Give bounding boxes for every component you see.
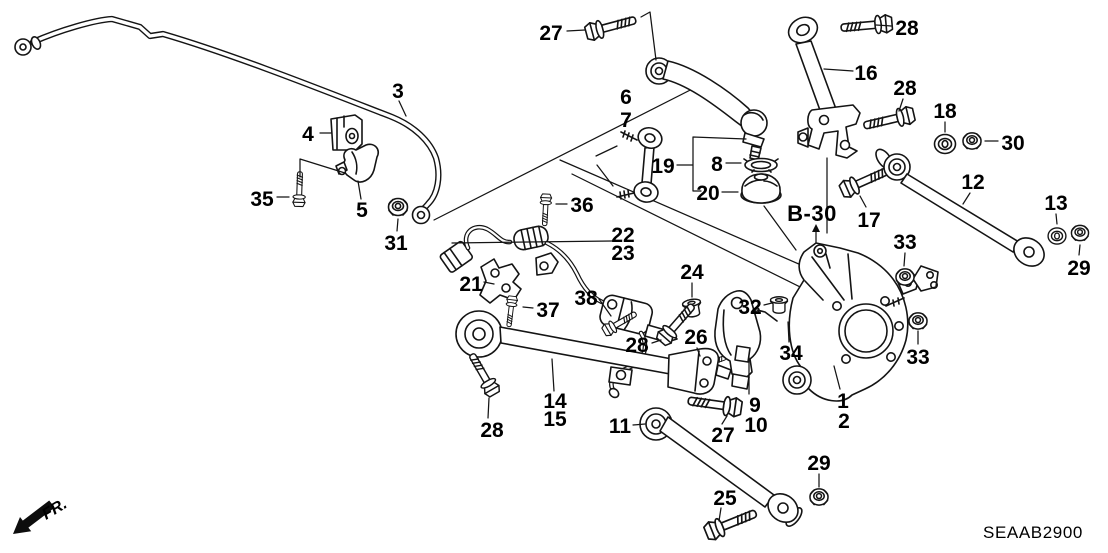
callout-5[interactable]: 5 <box>356 199 368 222</box>
callout-36[interactable]: 36 <box>570 194 593 217</box>
callout-28-right[interactable]: 28 <box>893 77 917 100</box>
callout-7[interactable]: 7 <box>620 109 632 132</box>
callout-29-lower[interactable]: 29 <box>807 452 830 475</box>
nut-31-drawing <box>387 197 409 217</box>
callout-25[interactable]: 25 <box>713 487 737 510</box>
circlip-8-drawing <box>743 157 779 173</box>
lower-arm-11-drawing <box>639 407 803 527</box>
callout-b30-reference[interactable]: B-30 <box>787 201 837 226</box>
bolt-28-right-drawing <box>861 104 917 136</box>
callout-38[interactable]: 38 <box>574 287 598 310</box>
bolt-36-drawing <box>538 193 553 227</box>
trailing-arm-16-drawing <box>787 16 861 159</box>
pin-34-drawing <box>754 307 778 322</box>
stabilizer-bushing-drawing <box>330 114 363 151</box>
sensor-bracket-21-drawing <box>479 258 522 304</box>
callout-12[interactable]: 12 <box>961 171 984 194</box>
fr-direction-indicator: FR. <box>13 496 70 534</box>
diagram-code: SEAAB2900 <box>983 523 1083 542</box>
callout-9[interactable]: 9 <box>749 394 761 417</box>
stabilizer-link-drawing <box>616 126 663 203</box>
callout-1[interactable]: 1 <box>837 390 849 413</box>
bolt-27-lower-drawing <box>686 390 744 419</box>
callout-31[interactable]: 31 <box>384 232 408 255</box>
callout-leader-lines <box>276 11 1081 522</box>
callout-2[interactable]: 2 <box>838 410 850 433</box>
callout-16[interactable]: 16 <box>854 62 877 85</box>
bolt-37-drawing <box>503 295 519 328</box>
nut-33-lower-drawing <box>908 312 928 330</box>
callout-37[interactable]: 37 <box>536 299 559 322</box>
callout-35[interactable]: 35 <box>250 188 274 211</box>
stabilizer-bar-drawing <box>14 15 442 225</box>
nut-33-upper-drawing <box>895 268 915 286</box>
callout-14[interactable]: 14 <box>543 390 567 413</box>
callout-27-upper[interactable]: 27 <box>539 22 562 45</box>
callout-20[interactable]: 20 <box>696 182 719 205</box>
callout-11[interactable]: 11 <box>609 415 632 438</box>
ball-joint-boot-20-drawing <box>740 173 782 204</box>
callout-32[interactable]: 32 <box>738 296 761 319</box>
callout-34[interactable]: 34 <box>779 342 803 365</box>
callout-13[interactable]: 13 <box>1044 192 1067 215</box>
callout-8[interactable]: 8 <box>711 153 723 176</box>
callout-28-center[interactable]: 28 <box>625 334 649 357</box>
nut-29-lower-drawing <box>809 488 829 506</box>
callout-33-lower[interactable]: 33 <box>906 346 929 369</box>
callout-4[interactable]: 4 <box>302 123 314 146</box>
lower-arm-14-drawing <box>455 310 732 395</box>
callout-17[interactable]: 17 <box>857 209 880 232</box>
callout-30[interactable]: 30 <box>1001 132 1024 155</box>
washer-18-drawing <box>933 133 957 155</box>
callout-6[interactable]: 6 <box>620 86 632 109</box>
b30-reference-arrow <box>812 224 820 244</box>
stop-rubber-32-drawing <box>769 296 789 314</box>
lateral-arm-12-drawing <box>875 148 1045 267</box>
callout-18[interactable]: 18 <box>933 100 957 123</box>
fr-arrow-icon <box>13 500 55 534</box>
callout-28-top[interactable]: 28 <box>895 17 919 40</box>
callout-29-upper[interactable]: 29 <box>1067 257 1090 280</box>
rear-upper-arm-drawing <box>645 57 768 161</box>
callout-27-lower[interactable]: 27 <box>711 424 734 447</box>
nut-29-upper-drawing <box>1070 224 1090 242</box>
callout-33-upper[interactable]: 33 <box>893 231 916 254</box>
callout-24[interactable]: 24 <box>680 261 704 284</box>
callout-15[interactable]: 15 <box>543 408 567 431</box>
bolt-27-upper-drawing <box>583 10 639 43</box>
nut-30-drawing <box>962 132 982 150</box>
callout-19[interactable]: 19 <box>651 155 674 178</box>
callout-28-lower[interactable]: 28 <box>480 419 504 442</box>
callout-21[interactable]: 21 <box>459 273 483 296</box>
callout-23[interactable]: 23 <box>611 242 634 265</box>
callout-22[interactable]: 22 <box>611 224 634 247</box>
bolt-28-lower-drawing <box>463 349 503 400</box>
callout-26[interactable]: 26 <box>684 326 707 349</box>
knuckle-drawing <box>782 242 939 402</box>
washer-13-drawing <box>1047 227 1067 245</box>
callout-3[interactable]: 3 <box>392 80 404 103</box>
callout-10[interactable]: 10 <box>744 414 767 437</box>
fr-label: FR. <box>39 496 70 524</box>
